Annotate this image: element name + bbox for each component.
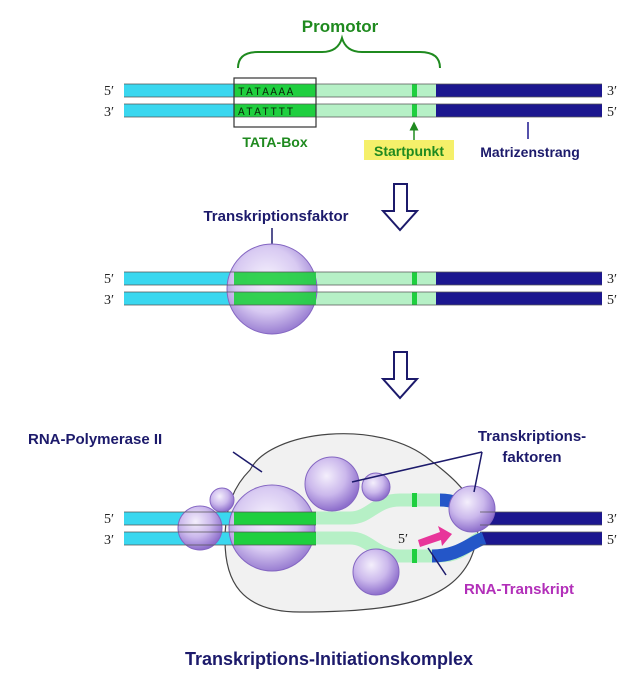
end-label-5-top: 5′ bbox=[104, 84, 114, 99]
dna-bottom-strand-2 bbox=[124, 292, 602, 305]
transkriptionsfaktor-left bbox=[177, 505, 223, 551]
step-arrow-1 bbox=[380, 183, 420, 232]
matrizenstrang-label: Matrizenstrang bbox=[480, 144, 580, 160]
tata-box-region-2b bbox=[234, 292, 316, 305]
diagram-title: Transkriptions-Initiationskomplex bbox=[185, 649, 473, 669]
startpunkt-highlight bbox=[364, 140, 454, 160]
rna-transkript-label: RNA-Transkript bbox=[464, 581, 574, 598]
tata-box-label: TATA-Box bbox=[242, 134, 308, 150]
end-label-3-top-right: 3′ bbox=[607, 84, 617, 99]
transkriptionsfaktor-protein bbox=[226, 243, 318, 335]
transkriptionsfaktor-left-small bbox=[209, 487, 235, 513]
rna-polymerase-pointer bbox=[232, 451, 263, 473]
strand-lines-2 bbox=[124, 271, 602, 306]
end-label-3-p3-right: 3′ bbox=[607, 512, 617, 527]
transkriptionsfaktor-tata bbox=[228, 484, 316, 572]
startpunkt-mark-bottom bbox=[412, 549, 417, 563]
transkriptionsfaktor-right bbox=[448, 485, 496, 533]
dna-right-3 bbox=[480, 512, 602, 545]
end-label-3-p2: 3′ bbox=[104, 293, 114, 308]
panel-1: Promotor TATAAAA ATATTTT 5′ 3′ 3′ 5′ bbox=[104, 17, 617, 160]
end-label-3-p2-right: 3′ bbox=[607, 272, 617, 287]
end-label-5-p3: 5′ bbox=[104, 512, 114, 527]
tata-box-region-3a bbox=[234, 512, 316, 525]
transkriptionsfaktor-label: Transkriptionsfaktor bbox=[203, 208, 348, 225]
tata-box-region-3b bbox=[234, 532, 316, 545]
faktoren-label-line1: Transkriptions- bbox=[478, 428, 586, 445]
faktoren-pointer-left bbox=[351, 451, 483, 483]
transkriptionsfaktor-top-small bbox=[361, 472, 391, 502]
end-label-5-p2: 5′ bbox=[104, 272, 114, 287]
rna-transcript-shape bbox=[418, 526, 452, 547]
transkriptionsfaktor-bottom bbox=[352, 548, 400, 596]
step-arrow-2 bbox=[380, 351, 420, 400]
faktoren-pointer-right bbox=[473, 451, 483, 493]
transcript-5-label: 5′ bbox=[398, 532, 408, 547]
rna-polymerase-label: RNA-Polymerase II bbox=[28, 431, 162, 448]
startpunkt-mark-top bbox=[412, 493, 417, 507]
promotor-brace bbox=[237, 34, 441, 69]
tata-box-region-2 bbox=[234, 272, 316, 285]
end-label-5-p2-right: 5′ bbox=[607, 293, 617, 308]
end-label-3-bottom: 3′ bbox=[104, 105, 114, 120]
end-label-5-p3-right: 5′ bbox=[607, 533, 617, 548]
promotor-label: Promotor bbox=[302, 17, 379, 36]
panel-2: Transkriptionsfaktor 5′ 3′ 3′ 5′ bbox=[104, 208, 617, 335]
faktoren-label-line2: faktoren bbox=[502, 449, 561, 466]
end-label-5-bottom-right: 5′ bbox=[607, 105, 617, 120]
panel-3: 5′ 5′ 3′ 3′ 5′ RNA-Polymerase II Transkr bbox=[28, 428, 617, 613]
template-blue-bottom bbox=[431, 531, 487, 563]
strand-lines-3 bbox=[124, 511, 602, 546]
rna-transkript-pointer bbox=[427, 547, 447, 576]
end-label-3-p3: 3′ bbox=[104, 533, 114, 548]
tata-box-outline bbox=[233, 77, 317, 128]
tata-sequence-top: TATAAAA bbox=[238, 87, 295, 99]
dna-top-strand-2 bbox=[124, 272, 602, 285]
tata-sequence-bottom: ATATTTT bbox=[238, 107, 295, 119]
transkriptionsfaktor-top bbox=[304, 456, 360, 512]
dna-top-strand bbox=[124, 83, 602, 98]
dna-bottom-strand bbox=[124, 103, 602, 118]
startpunkt-label: Startpunkt bbox=[374, 143, 444, 159]
